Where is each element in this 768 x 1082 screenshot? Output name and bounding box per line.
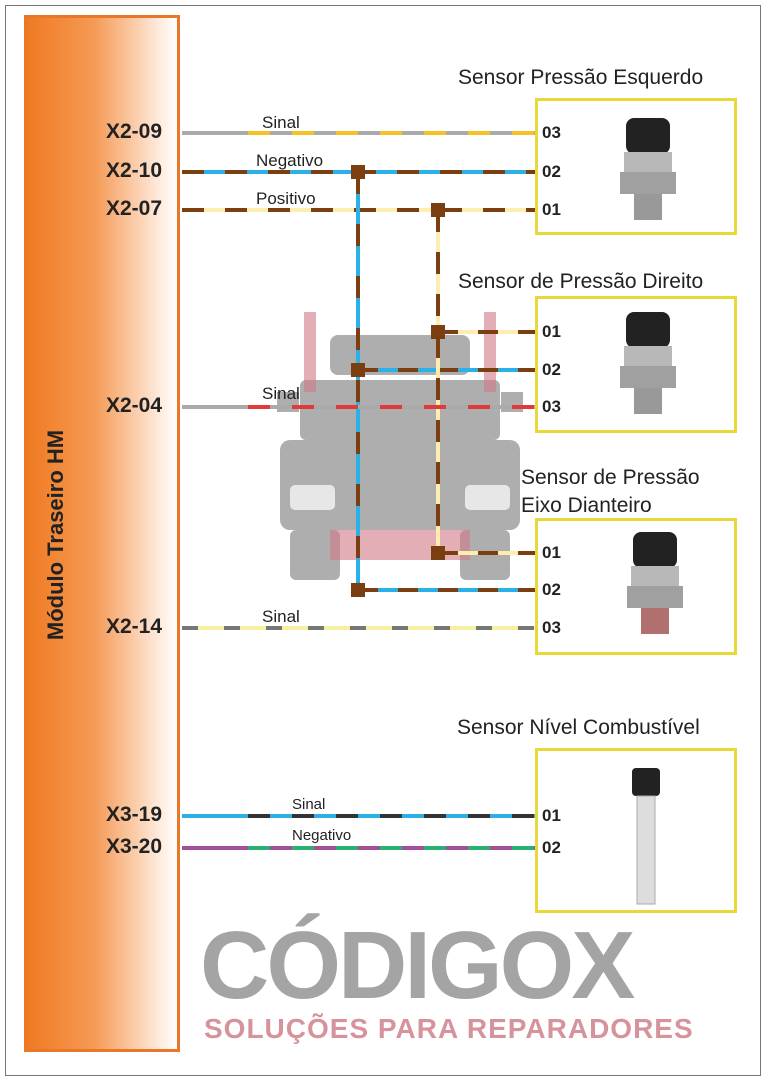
sensor2-pin: 01 [542,322,561,341]
pin-x2-10: X2-10 [106,159,163,182]
sensor-box-fuel-level [535,748,737,913]
sensor-box-front-axle-pressure [535,518,737,655]
sensor1-pin: 02 [542,162,561,181]
sensor4-pin: 02 [542,838,561,857]
wire-label: Positivo [256,189,316,208]
sensor1-pin: 01 [542,200,561,219]
wire-negative-bus [356,172,535,592]
sensor-title: Sensor Pressão Esquerdo [458,66,704,89]
pin-x2-14: X2-14 [106,615,163,638]
junction-dots [351,165,445,597]
sensor2-pin: 03 [542,397,561,416]
watermark-brand: CÓDIGOX [200,912,635,1019]
wire-label: Negativo [256,151,324,170]
pin-x3-19: X3-19 [106,803,163,826]
page-frame [5,5,761,1076]
sensor-title: Eixo Dianteiro [521,494,652,517]
sensor-box-left-pressure [535,98,737,235]
sensor3-pin: 02 [542,580,561,599]
sensor4-pin: 01 [542,806,561,825]
rear-module-hm [24,15,180,1052]
pin-x3-20: X3-20 [106,835,163,858]
wire-label: Negativo [292,827,352,844]
pin-x2-09: X2-09 [106,120,163,143]
wire-label: Sinal [292,796,326,813]
pin-x2-07: X2-07 [106,197,163,220]
wire-label: Sinal [262,384,300,403]
sensor-title: Sensor de Pressão [521,466,700,489]
sensor-title: Sensor de Pressão Direito [458,270,704,293]
watermark-tagline: SOLUÇÕES PARA REPARADORES [204,1013,694,1044]
sensor3-pin: 01 [542,543,561,562]
sensor2-pin: 02 [542,360,561,379]
pressure-sensor-icon [627,532,683,634]
wire-label: Sinal [262,607,300,626]
pressure-sensor-icon [620,312,676,414]
watermark-logo: CÓDIGOX [200,918,635,1014]
sensor1-pin: 03 [542,123,561,142]
wire-positive-bus [436,210,535,555]
sensor-box-right-pressure [535,296,737,433]
pin-x2-04: X2-04 [106,394,163,417]
sensor-title: Sensor Nível Combustível [457,716,700,739]
fuel-level-sensor-icon [632,768,660,905]
wire-label: Sinal [262,113,300,132]
sensor3-pin: 03 [542,618,561,637]
pressure-sensor-icon [620,118,676,220]
